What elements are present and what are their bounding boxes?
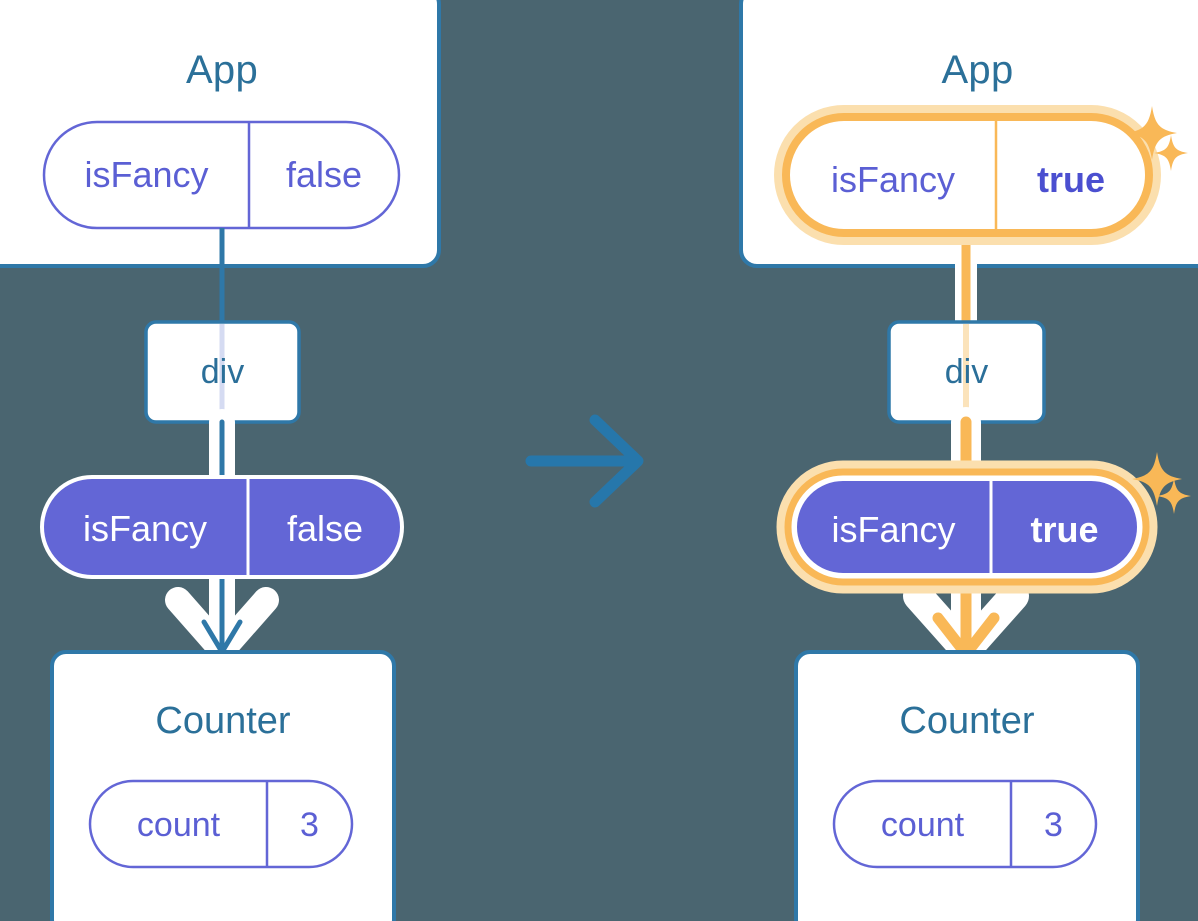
prop-pill-key-before: isFancy — [82, 508, 208, 549]
prop-pill-key-after: isFancy — [831, 509, 956, 550]
div-label-before: div — [200, 353, 245, 391]
prop-pill-after — [795, 479, 1139, 575]
app-state-key-after: isFancy — [830, 159, 956, 200]
app-state-value-after: true — [1036, 159, 1105, 200]
app-state-value-before: false — [285, 154, 363, 195]
sparkle-icon-app-large — [1127, 106, 1177, 160]
sparkle-icon-app-small — [1154, 135, 1188, 171]
app-title-after: App — [941, 48, 1014, 92]
counter-state-key-after: count — [880, 806, 965, 844]
counter-state-value-before: 3 — [300, 806, 319, 844]
counter-state-key-before: count — [136, 806, 221, 844]
counter-state-pill-before — [88, 779, 354, 869]
prop-pill-glow-after — [776, 460, 1158, 594]
counter-title-before: Counter — [155, 700, 291, 742]
prop-pill-before — [40, 475, 404, 579]
sparkle-icon-prop-small — [1157, 478, 1191, 514]
prop-pill-value-after: true — [1030, 509, 1099, 550]
sparkle-icon-prop-large — [1132, 452, 1182, 506]
counter-state-pill-after — [832, 779, 1098, 869]
prop-pill-value-before: false — [286, 508, 364, 549]
app-title-before: App — [185, 48, 259, 92]
app-state-key-before: isFancy — [84, 154, 209, 195]
counter-title-after: Counter — [899, 700, 1035, 742]
div-label-after: div — [944, 353, 989, 391]
arrow-right-icon — [525, 414, 644, 508]
app-state-pill-ring-after — [782, 113, 1153, 237]
counter-state-value-after: 3 — [1044, 806, 1063, 844]
app-state-pill-glow-after — [774, 105, 1161, 245]
